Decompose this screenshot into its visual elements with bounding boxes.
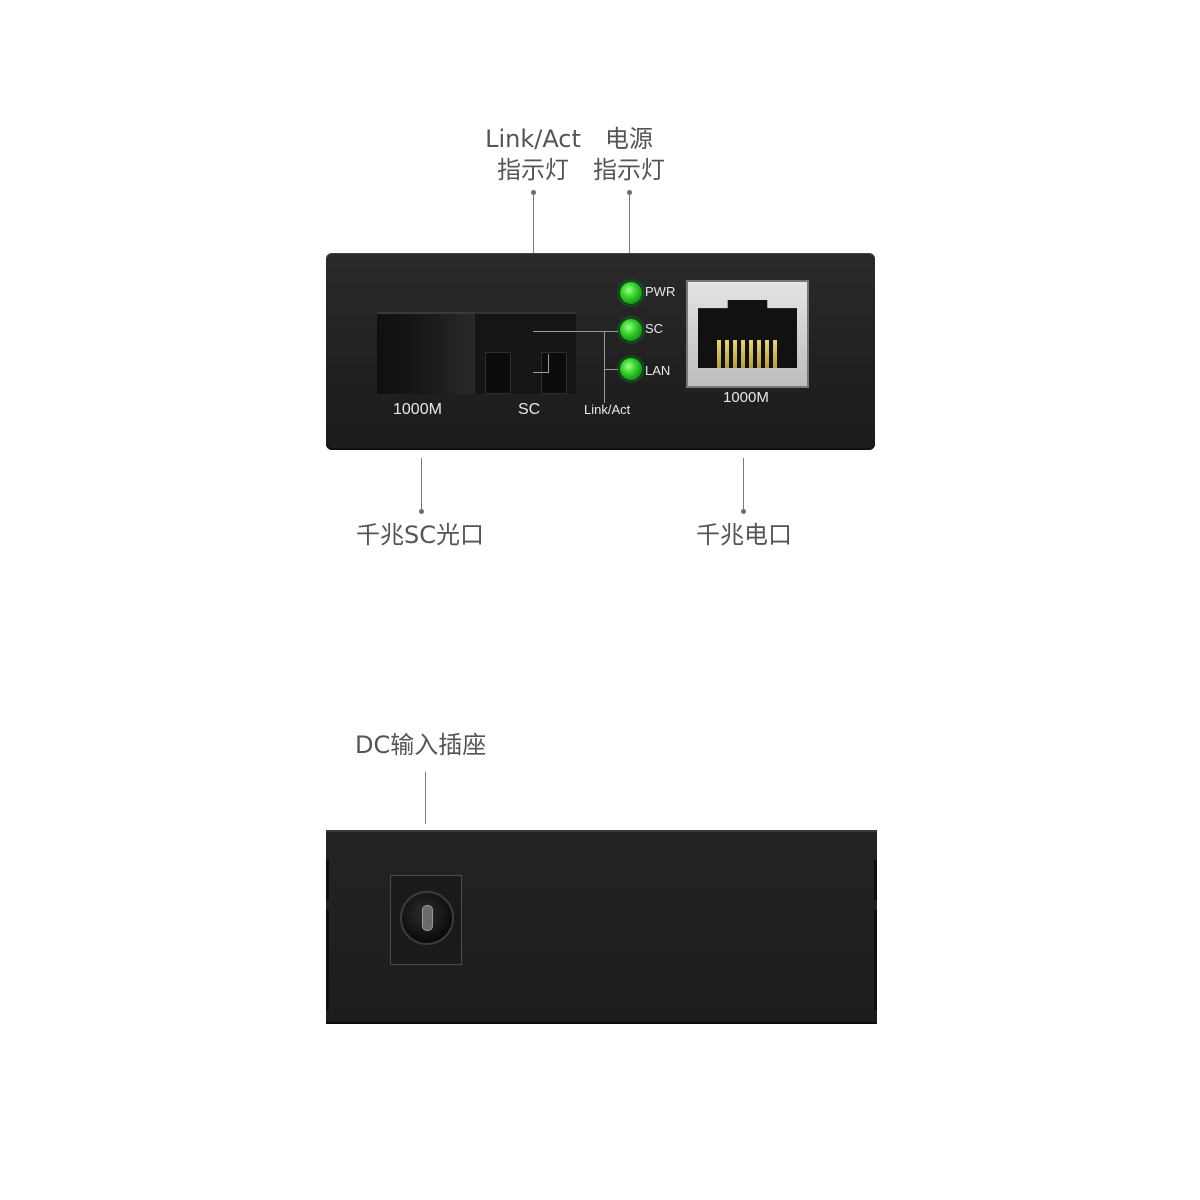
sc-port-callout: 千兆SC光口 [356,521,484,549]
dc-input-socket [390,875,462,965]
rj45-port-leader-dot [741,509,746,514]
link-act-bracket-vertical [604,331,605,403]
lan-led-label: LAN [645,363,671,378]
link-act-callout: Link/Act 指示灯 [470,124,596,186]
power-leader-dot [627,190,632,195]
link-act-bracket-left [548,354,549,372]
link-act-panel-label: Link/Act [584,402,631,417]
link-act-leader-dot [531,190,536,195]
dc-input-callout: DC输入插座 [355,731,487,759]
link-act-callout-line2: 指示灯 [497,156,569,184]
sc-port-leader-dot [419,509,424,514]
sc-port-body [475,312,576,394]
sc-port-dust-cap [377,312,475,394]
link-act-bracket-lan [604,369,618,370]
dc-jack [400,891,454,945]
pwr-led-label: PWR [645,284,676,299]
sc-led-label: SC [645,321,664,336]
dc-input-leader [425,772,426,824]
rj45-socket [698,300,797,368]
sc-type-label: SC [518,401,541,418]
link-act-bracket-bottom [533,372,549,373]
power-leader [629,193,630,273]
power-callout-line2: 指示灯 [593,156,665,184]
rj45-port [686,280,809,388]
rj45-speed-label: 1000M [723,389,769,406]
rj45-port-callout: 千兆电口 [696,521,792,549]
link-act-callout-line1: Link/Act [485,125,581,153]
lan-led [619,357,643,381]
pwr-led [619,281,643,305]
power-callout: 电源 指示灯 [586,124,672,186]
sc-led [619,318,643,342]
link-act-bracket-top [533,331,618,332]
sc-port-leader [421,458,422,510]
rj45-port-leader [743,458,744,510]
power-callout-line1: 电源 [605,125,653,153]
dc-center-pin [422,905,433,931]
sc-speed-label: 1000M [393,401,442,418]
